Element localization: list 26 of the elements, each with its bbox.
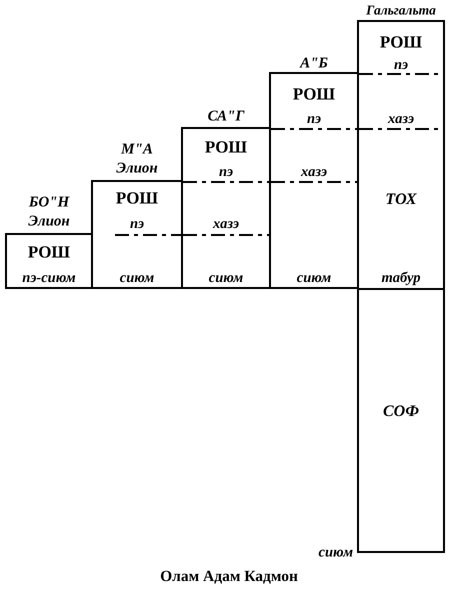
level-label: хазэ [213,214,239,234]
level-label: РОШ [28,241,70,263]
level-label: сиюм [296,268,332,288]
column-heading: М"А Элион [115,140,159,178]
level-label: РОШ [116,187,158,209]
column-heading: А"Б [300,54,328,74]
level-label: пэ [130,214,144,234]
level-label: сиюм [208,268,244,288]
level-label: пэ [218,162,234,182]
level-label: сиюм [318,544,353,562]
level-label: пэ [306,110,322,128]
level-label: СОФ [382,402,420,422]
level-label: табур [381,268,421,288]
column-heading: БО"Н Элион [27,193,71,231]
level-label: сиюм [120,268,154,288]
column-heading: Гальгальта [366,2,436,20]
level-label: ТОХ [385,190,417,210]
level-label: РОШ [204,136,248,158]
level-label: хазэ [388,110,414,128]
level-label: РОШ [292,83,336,105]
level-label: пэ [394,56,408,74]
level-label: РОШ [380,31,422,53]
caption: Олам Адам Кадмон [159,568,299,586]
level-label: хазэ [301,162,327,182]
column-heading: СА"Г [208,108,244,126]
level-label: пэ-сиюм [22,268,76,288]
